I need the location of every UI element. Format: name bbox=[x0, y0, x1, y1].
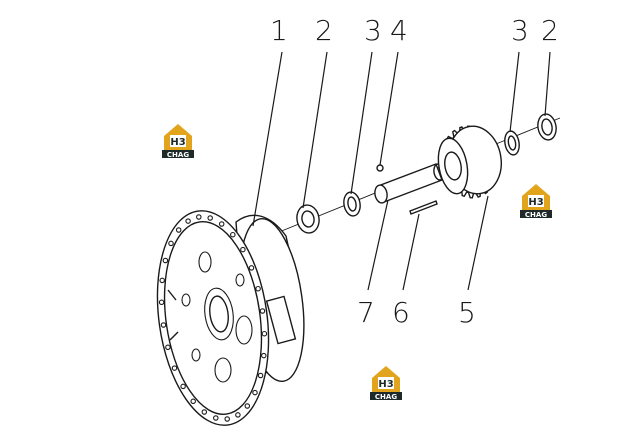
callout-2-left: 2 bbox=[315, 14, 333, 47]
flange-bolt-hole bbox=[213, 415, 219, 421]
logo-letters: H3 bbox=[378, 379, 393, 390]
flange-bolt-hole bbox=[158, 299, 165, 306]
callout-2-right: 2 bbox=[541, 14, 559, 47]
flange-bolt-hole bbox=[261, 352, 267, 359]
flange-bolt-hole bbox=[261, 330, 268, 337]
part-washer-right bbox=[537, 113, 557, 141]
flange-bolt-hole bbox=[224, 416, 230, 422]
flange-bolt-hole bbox=[244, 403, 251, 409]
callout-1: 1 bbox=[270, 14, 288, 47]
flange-bolt-hole bbox=[230, 231, 236, 238]
callout-3-right: 3 bbox=[511, 14, 529, 47]
flange-bolt-hole bbox=[235, 412, 241, 418]
callout-3-left: 3 bbox=[364, 14, 382, 47]
flange-bolt-hole bbox=[201, 409, 208, 415]
callout-7: 7 bbox=[357, 296, 375, 329]
logo-caption: CHAG bbox=[167, 151, 189, 159]
flange-bolt-hole bbox=[255, 285, 261, 292]
flange-bolt-hole bbox=[162, 257, 169, 264]
flange-bolt-hole bbox=[257, 372, 264, 379]
part-housing bbox=[156, 210, 305, 426]
callout-6: 6 bbox=[392, 296, 410, 329]
logo-caption-band bbox=[520, 210, 552, 218]
callout-labels: 1 2 3 4 3 2 7 6 5 bbox=[270, 14, 559, 329]
flange-bolt-hole bbox=[196, 214, 202, 220]
logo-letter-box bbox=[528, 195, 544, 207]
logo-caption: CHAG bbox=[375, 393, 397, 401]
part-dowel-pin bbox=[409, 200, 438, 215]
logo-letters: H3 bbox=[170, 137, 185, 148]
flange-bolt-hole bbox=[185, 218, 191, 224]
flange-bolt-hole bbox=[159, 277, 165, 284]
flange-bolt-hole bbox=[207, 215, 213, 221]
flange-bolt-hole bbox=[160, 322, 167, 328]
logo-letter-box bbox=[378, 377, 394, 389]
leader-lines bbox=[252, 51, 551, 291]
flange-bolt-hole bbox=[240, 246, 246, 253]
part-ball bbox=[376, 164, 384, 172]
logo-caption: CHAG bbox=[525, 211, 547, 219]
flange-bolt-hole bbox=[171, 365, 178, 371]
logo-letter-box bbox=[170, 135, 186, 147]
flange-bolt-hole bbox=[190, 398, 196, 405]
part-gear bbox=[437, 125, 502, 199]
callout-4: 4 bbox=[390, 14, 408, 47]
flange-bolt-hole bbox=[248, 265, 255, 271]
part-shaft bbox=[374, 163, 445, 204]
logo-letters: H3 bbox=[528, 197, 543, 208]
part-ring-left bbox=[343, 191, 361, 217]
part-ring-right bbox=[504, 130, 520, 156]
flange-bolt-hole bbox=[259, 308, 266, 314]
logo-caption-band bbox=[370, 392, 402, 400]
flange-bolt-hole bbox=[218, 221, 225, 227]
flange-bolt-hole bbox=[180, 383, 186, 390]
flange-bolt-hole bbox=[175, 227, 182, 233]
callout-5: 5 bbox=[458, 296, 476, 329]
flange-bolt-hole bbox=[252, 389, 258, 396]
flange-bolt-hole bbox=[168, 240, 174, 247]
part-washer-left bbox=[296, 204, 320, 234]
logo-caption-band bbox=[162, 150, 194, 158]
flange-bolt-hole bbox=[165, 344, 171, 351]
